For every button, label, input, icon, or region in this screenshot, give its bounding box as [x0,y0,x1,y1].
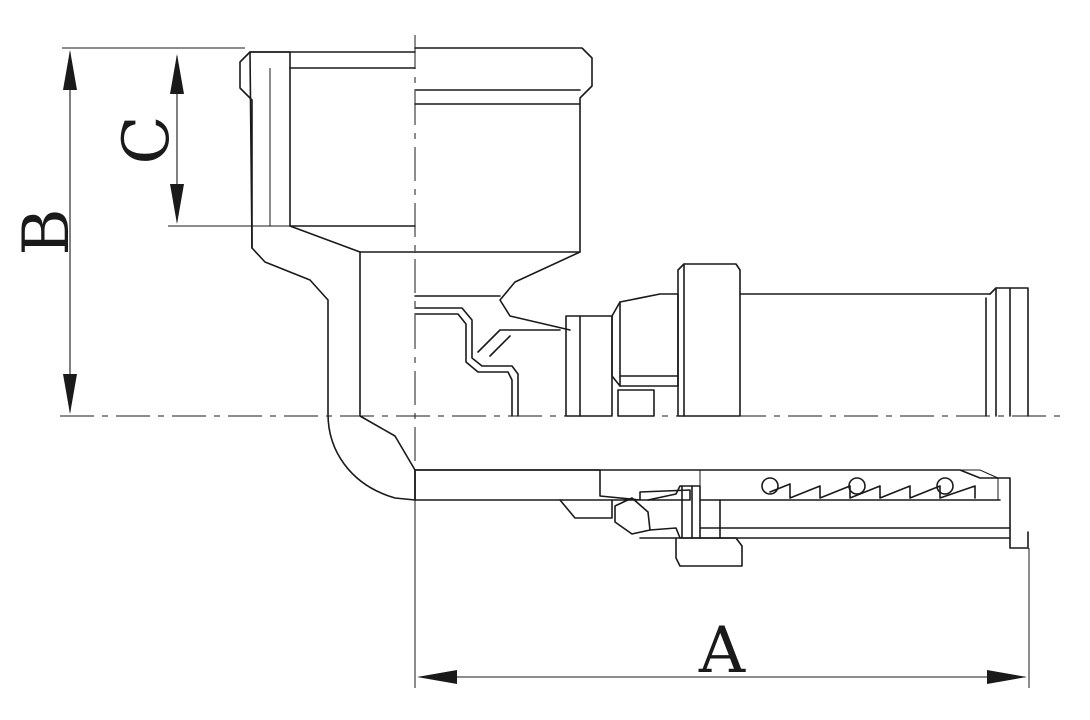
dimension-c-label: C [110,116,184,165]
dimension-a: A [414,470,1030,688]
o-ring-1 [761,477,779,495]
press-sleeve-exterior [565,263,741,417]
elbow-wall-hatched [249,51,416,501]
seal-ring [614,497,651,535]
socket-exterior [414,47,593,417]
pipe-exterior [739,287,1029,417]
elbow-body-section [239,51,416,501]
dimension-c: C [110,54,290,227]
o-ring-3 [936,477,954,495]
body-wall-lower-hatched [414,469,691,501]
dimension-b: B [10,47,245,414]
dimension-b-label: B [10,208,84,255]
centerlines [60,35,1065,470]
lower-section [414,469,1029,567]
o-ring-2 [848,477,866,495]
press-nut-section [675,537,743,567]
dimension-a-label: A [698,614,746,688]
